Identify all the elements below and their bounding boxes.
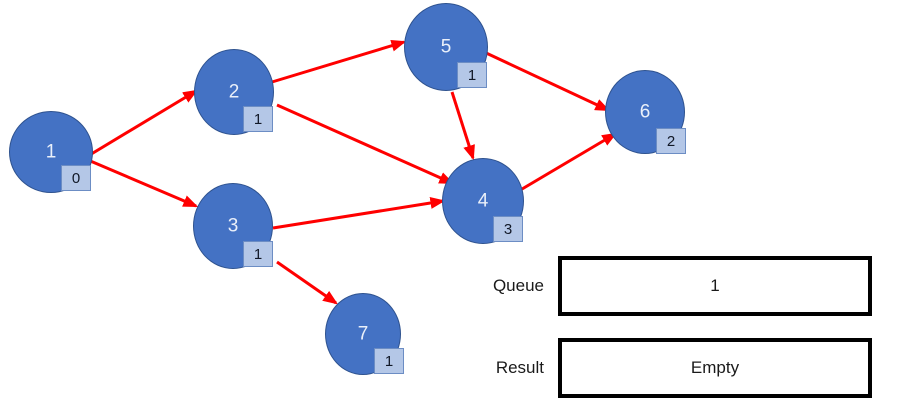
node-label-1: 1	[45, 141, 57, 163]
node-badge-4: 3	[493, 216, 523, 242]
result-row: Result Empty	[476, 338, 872, 398]
edge-1-to-2	[87, 89, 199, 158]
node-label-2: 2	[228, 81, 240, 103]
node-label-4: 4	[477, 190, 489, 212]
graph-node-4[interactable]: 4	[442, 158, 524, 244]
node-badge-7: 1	[374, 348, 404, 374]
result-label: Result	[495, 358, 544, 377]
edge-5-to-6	[483, 50, 611, 112]
node-badge-5: 1	[457, 62, 487, 88]
node-badge-2: 1	[243, 106, 273, 132]
edge-4-to-6	[516, 132, 618, 194]
node-label-7: 7	[357, 323, 369, 345]
node-label-6: 6	[639, 101, 651, 123]
edge-5-to-4	[450, 91, 475, 161]
edge-1-to-3	[87, 158, 199, 208]
queue-label: Queue	[492, 276, 544, 295]
node-label-3: 3	[227, 215, 239, 237]
node-label-5: 5	[440, 36, 452, 58]
node-badge-1: 0	[61, 165, 91, 191]
queue-box[interactable]: 1	[558, 256, 872, 316]
edge-2-to-4	[276, 103, 455, 185]
node-badge-6: 2	[656, 128, 686, 154]
result-box[interactable]: Empty	[558, 338, 872, 398]
edge-3-to-7	[276, 260, 338, 305]
node-badge-3: 1	[243, 241, 273, 267]
edge-2-to-5	[271, 39, 407, 84]
edge-3-to-4	[272, 197, 446, 230]
queue-row: Queue 1	[476, 256, 872, 316]
